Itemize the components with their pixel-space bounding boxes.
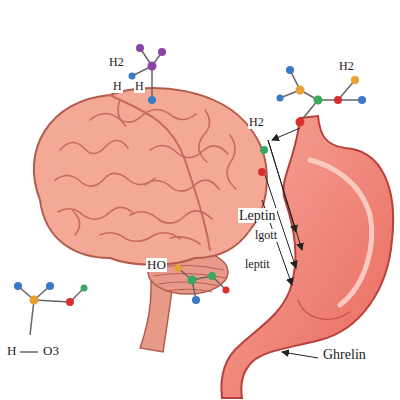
label: H <box>6 344 17 358</box>
label: H2 <box>338 60 355 73</box>
stomach-fold <box>298 300 350 319</box>
label: H <box>134 80 145 93</box>
molecule <box>175 265 230 305</box>
label: O3 <box>42 344 60 358</box>
molecule <box>14 282 88 352</box>
label: HO <box>146 258 167 272</box>
label: Leptin <box>238 208 277 223</box>
brain <box>34 88 267 265</box>
signal-arrows <box>262 128 318 358</box>
molecule <box>129 44 167 104</box>
stomach <box>221 116 393 398</box>
molecule <box>258 66 366 176</box>
label: Ghrelin <box>322 347 367 362</box>
label: H <box>112 80 123 93</box>
label: lgott <box>254 229 278 242</box>
label: H2 <box>108 56 125 69</box>
brain-gyri <box>55 95 236 250</box>
stomach-highlight <box>310 160 372 305</box>
label: H2 <box>248 116 265 129</box>
label: leptit <box>244 258 271 271</box>
